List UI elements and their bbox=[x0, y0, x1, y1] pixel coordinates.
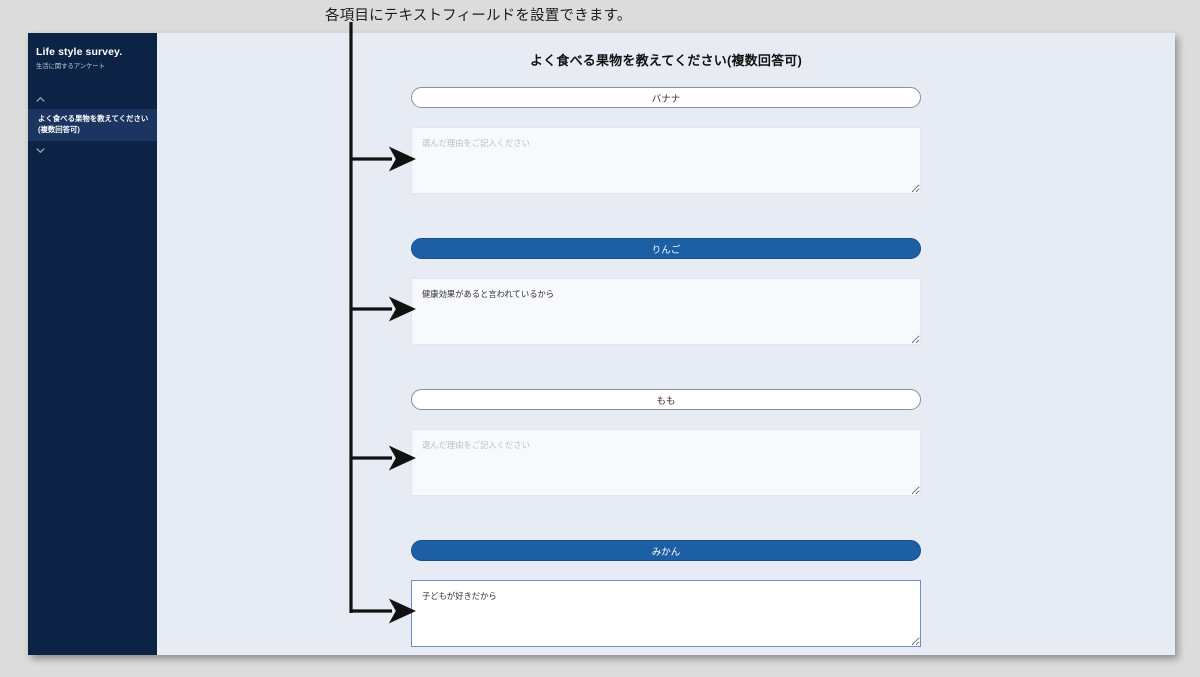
chevron-down-icon bbox=[36, 146, 45, 155]
reason-textarea-mandarin[interactable] bbox=[411, 580, 921, 647]
question-block: もも bbox=[411, 389, 921, 501]
brand-title: Life style survey. bbox=[36, 46, 123, 58]
question-block: みかん bbox=[411, 540, 921, 652]
reason-textarea-banana[interactable] bbox=[411, 127, 921, 194]
option-button-banana[interactable]: バナナ bbox=[411, 87, 921, 108]
sidebar: Life style survey. 生活に関するアンケート よく食べる果物を教… bbox=[28, 33, 157, 655]
page-title: よく食べる果物を教えてください(複数回答可) bbox=[529, 53, 803, 68]
option-button-label: もも bbox=[656, 395, 676, 407]
option-button-label: りんご bbox=[651, 244, 681, 256]
annotation-caption: 各項目にテキストフィールドを設置できます。 bbox=[325, 8, 632, 24]
option-button-label: みかん bbox=[651, 546, 681, 558]
main-content: よく食べる果物を教えてください(複数回答可) バナナ りんご bbox=[157, 33, 1175, 655]
brand-subtitle: 生活に関するアンケート bbox=[36, 62, 106, 70]
option-button-peach[interactable]: もも bbox=[411, 389, 921, 410]
question-spacer bbox=[411, 501, 921, 540]
nav-collapse-toggle[interactable] bbox=[28, 91, 157, 109]
option-button-apple[interactable]: りんご bbox=[411, 238, 921, 259]
survey-form: バナナ りんご もも bbox=[411, 69, 921, 652]
sidebar-item-label: よく食べる果物を教えてください(複数回答可) bbox=[38, 113, 149, 134]
option-button-mandarin[interactable]: みかん bbox=[411, 540, 921, 561]
option-button-label: バナナ bbox=[651, 93, 681, 105]
reason-textarea-peach[interactable] bbox=[411, 429, 921, 496]
sidebar-item-fruit-survey[interactable]: よく食べる果物を教えてください(複数回答可) bbox=[28, 108, 157, 142]
app-window: Life style survey. 生活に関するアンケート よく食べる果物を教… bbox=[28, 33, 1175, 655]
question-spacer bbox=[411, 350, 921, 389]
question-spacer bbox=[411, 199, 921, 238]
nav-expand-toggle[interactable] bbox=[28, 141, 157, 159]
sidebar-nav: よく食べる果物を教えてください(複数回答可) bbox=[28, 91, 157, 159]
question-block: バナナ bbox=[411, 87, 921, 199]
reason-textarea-apple[interactable] bbox=[411, 278, 921, 345]
question-block: りんご bbox=[411, 238, 921, 350]
sidebar-brand: Life style survey. 生活に関するアンケート bbox=[28, 42, 157, 71]
chevron-up-icon bbox=[36, 95, 45, 104]
